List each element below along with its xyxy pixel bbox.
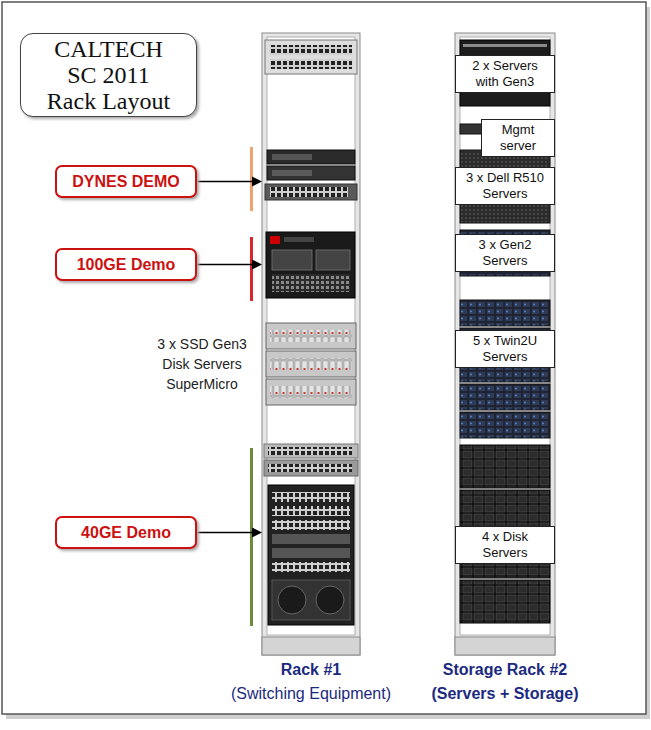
rack-unit: Storage Rack #2(Servers + Storage)2 x Se… (455, 33, 555, 655)
connector-line (197, 264, 253, 266)
illustration-part (264, 444, 358, 458)
equipment-label-box: 4 x Disk Servers (455, 526, 555, 564)
demo-callout-box: DYNES DEMO (55, 165, 197, 198)
illustration-part (272, 250, 312, 270)
demo-label: 40GE Demo (81, 524, 171, 542)
equipment-label-box: Mgmt server (481, 119, 555, 157)
illustration-part (272, 562, 350, 572)
equipment-label-box: 2 x Servers with Gen3 (455, 55, 555, 93)
illustration-part (266, 379, 356, 405)
illustration-part (262, 33, 360, 655)
demo-label: DYNES DEMO (72, 173, 180, 191)
illustration-part (272, 548, 350, 558)
connector-line (197, 181, 253, 183)
illustration-part (270, 358, 352, 370)
illustration-part (264, 460, 358, 476)
illustration-part (270, 187, 348, 197)
illustration-part (455, 637, 555, 655)
arrow-head (252, 260, 262, 270)
illustration-part (270, 330, 352, 342)
illustration-part (272, 520, 350, 530)
title-text: CALTECH SC 2011 Rack Layout (45, 34, 173, 116)
connector-arrow (197, 177, 262, 187)
illustration-part (270, 45, 352, 55)
demo-callout-box: 100GE Demo (55, 248, 197, 281)
demo-callout-box: 40GE Demo (55, 516, 197, 549)
equipment-label: 3 x Gen2 Servers (461, 237, 549, 269)
illustration-part (272, 580, 350, 620)
rack-unit: Rack #1(Switching Equipment) (262, 33, 360, 655)
illustration-part (268, 485, 354, 625)
illustration-part (272, 274, 350, 292)
illustration-part (284, 237, 314, 242)
illustration-part (460, 384, 550, 410)
illustration-part (272, 154, 312, 160)
connector-line (197, 532, 253, 534)
equipment-label: Mgmt server (487, 122, 549, 154)
illustration-part (270, 236, 280, 244)
illustration-part (266, 351, 356, 377)
illustration-part (266, 323, 356, 349)
illustration-part (272, 492, 350, 502)
title-box: CALTECH SC 2011 Rack Layout (20, 33, 197, 117)
illustration-part (278, 586, 306, 614)
illustration-part (270, 386, 352, 398)
demo-label: 100GE Demo (77, 256, 176, 274)
illustration-part (265, 40, 357, 74)
illustration-part (272, 506, 350, 516)
arrow-head (252, 177, 262, 187)
illustration-part (267, 37, 355, 635)
illustration-part (460, 580, 550, 623)
illustration-part (460, 445, 550, 488)
connector-arrow (197, 528, 262, 538)
illustration-part (460, 412, 550, 438)
outer-frame (2, 2, 650, 719)
illustration-part (267, 150, 355, 164)
illustration-part (272, 170, 312, 176)
equipment-label-box: 3 x Gen2 Servers (455, 234, 555, 272)
illustration-part (463, 44, 547, 47)
connector-arrow (197, 260, 262, 270)
illustration-part (268, 464, 352, 472)
illustration-part (272, 534, 350, 544)
illustration-part (265, 184, 357, 200)
equipment-label-box: 3 x Dell R510 Servers (455, 167, 555, 205)
rack-caption: (Servers + Storage) (431, 684, 578, 704)
equipment-label: 2 x Servers with Gen3 (461, 58, 549, 90)
illustration-part (460, 300, 550, 326)
demo-bracket (250, 147, 253, 626)
illustration-part (262, 637, 360, 655)
equipment-label: 5 x Twin2U Servers (461, 333, 549, 365)
illustration-part (267, 166, 355, 180)
equipment-label: 3 x Dell R510 Servers (461, 170, 549, 202)
rack-caption: Storage Rack #2 (443, 660, 568, 680)
equipment-label: 4 x Disk Servers (461, 529, 549, 561)
rack-caption: Rack #1 (281, 660, 342, 680)
arrow-head (252, 528, 262, 538)
equipment-label-box: 5 x Twin2U Servers (455, 330, 555, 368)
illustration-part (316, 586, 344, 614)
illustration-part (270, 59, 352, 69)
illustration-part (266, 232, 355, 298)
rack1-equipment (264, 40, 358, 625)
illustration-part (316, 250, 350, 270)
illustration-part (2, 2, 646, 714)
rack-frame (262, 33, 555, 655)
illustration-part (268, 447, 352, 455)
illustration-part (455, 33, 555, 655)
rack-caption: (Switching Equipment) (231, 684, 391, 704)
side-label: 3 x SSD Gen3 Disk Servers SuperMicro (150, 334, 254, 394)
